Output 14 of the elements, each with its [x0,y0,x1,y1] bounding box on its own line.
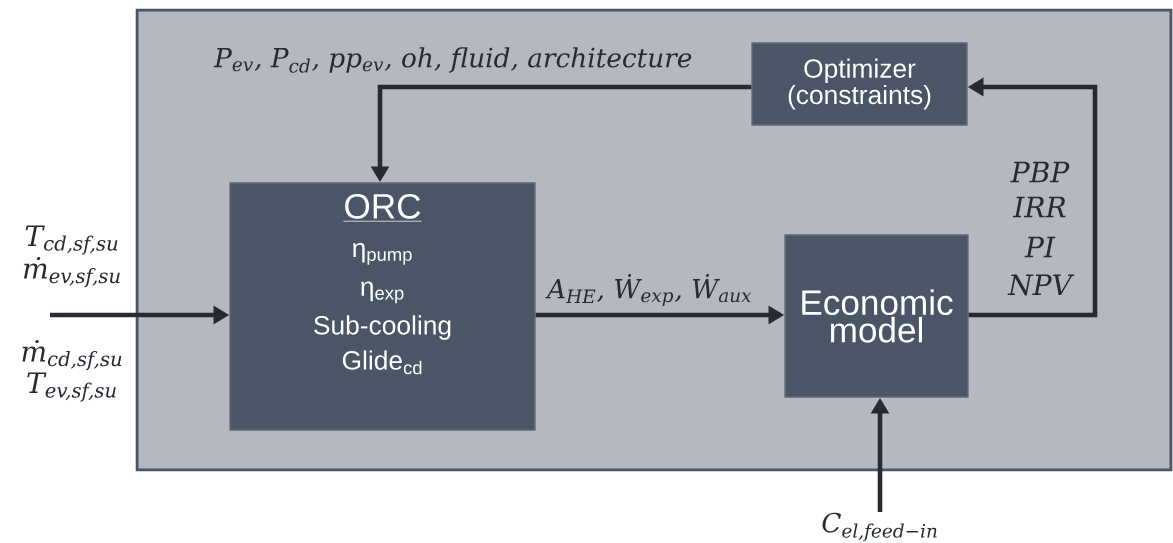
variable-label: T$_{cd,sf,su}$ [25,225,118,255]
variable-label: NPV [1007,274,1075,296]
process-box: ORC η$_{pump}$ η$_{exp}$ Sub-cooling Glide$_{cd}$ [229,182,536,431]
edge-label: P$_{ev}$, P$_{cd}$, pp$_{ev}$, oh, fluid, architecture [213,47,692,73]
variable-label: PBP [1010,161,1070,183]
variable-label: ṁ$_{ev,sf,su}$ [24,256,120,288]
variable-label: ṁ$_{cd,sf,su}$ [22,339,122,371]
edge-label: A$_{HE}$, Ẇ$_{exp}$, Ẇ$_{aux}$ [545,274,752,306]
variable-label: IRR [1012,196,1066,218]
edge-label: C$_{el,feed−in}$ [822,512,937,542]
process-box: Economic model [784,234,969,398]
process-box: Optimizer (constraints) [751,42,968,126]
variable-label: PI [1024,236,1056,258]
variable-label: T$_{ev,sf,su}$ [27,372,116,402]
